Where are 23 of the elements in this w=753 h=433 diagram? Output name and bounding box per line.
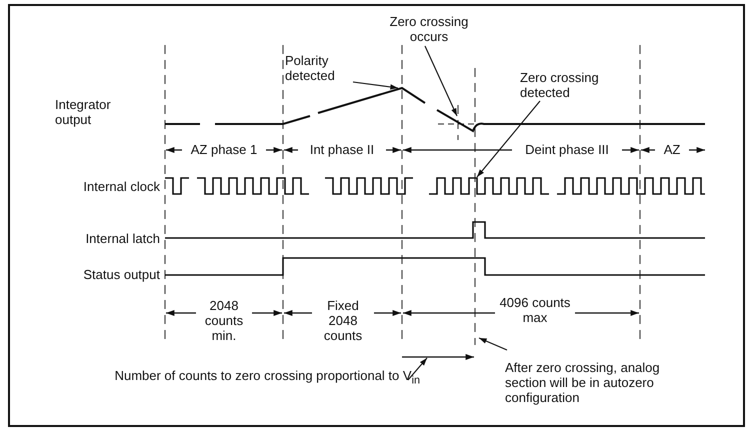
clock-waveform xyxy=(164,177,706,195)
leader-line xyxy=(352,81,398,90)
leader-line xyxy=(476,100,540,178)
callout-text: Zero crossing occurs xyxy=(386,14,472,44)
count-label: 2048 counts min. xyxy=(196,298,252,343)
leader-line xyxy=(408,358,428,380)
callout-text: Polarity detected xyxy=(285,53,355,83)
phase-label: AZ xyxy=(655,142,689,157)
phase-label: Int phase II xyxy=(298,142,386,157)
count-label: Fixed 2048 counts xyxy=(312,298,374,343)
callout-text: After zero crossing, analog section will be in autozero configuration xyxy=(505,360,685,405)
signal-label: Status output xyxy=(82,267,160,282)
phase-label: AZ phase 1 xyxy=(182,142,266,157)
phase-label: Deint phase III xyxy=(512,142,622,157)
leader-line xyxy=(424,46,458,116)
integrator-waveform xyxy=(164,87,706,132)
count-label: 4096 counts max xyxy=(495,295,575,325)
signal-label: Integrator output xyxy=(55,97,112,127)
leader-line xyxy=(478,338,508,350)
callout-text: Number of counts to zero crossing proportional to V$_{in}$ xyxy=(90,368,420,389)
signal-label: Internal clock xyxy=(82,179,160,194)
callout-text: Zero crossing detected xyxy=(520,70,620,100)
signal-label: Internal latch xyxy=(84,231,160,246)
